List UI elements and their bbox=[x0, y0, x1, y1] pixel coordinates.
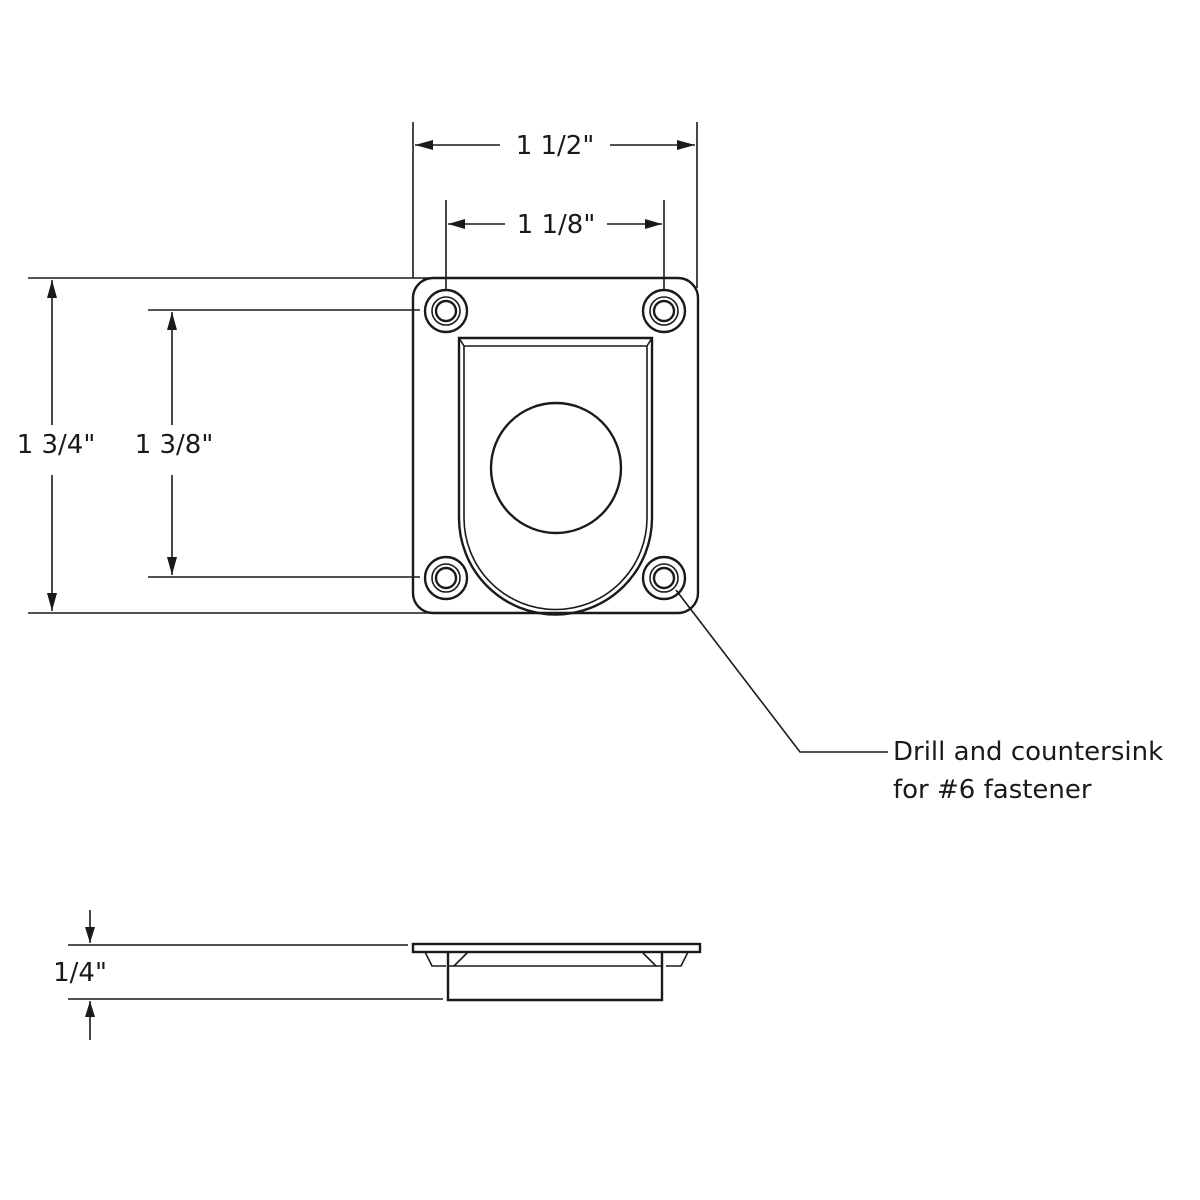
arrowhead-top bbox=[85, 927, 95, 943]
lift-ring bbox=[489, 401, 623, 535]
countersink-mid bbox=[431, 563, 461, 593]
depth-label: 1/4" bbox=[53, 958, 107, 988]
part-top-view bbox=[411, 276, 700, 616]
overall-height-dimension: 1 3/4" bbox=[17, 277, 432, 614]
recess-body bbox=[446, 952, 664, 1002]
plate-flange bbox=[411, 942, 702, 954]
mounting-plate-outline bbox=[411, 276, 700, 615]
hole-spacing-width-dimension: 1 1/8" bbox=[445, 200, 665, 290]
hole-spacing-height-dimension: 1 3/8" bbox=[135, 309, 420, 578]
countersink-hole-top-right bbox=[641, 288, 687, 334]
countersink-hole-top-left bbox=[423, 288, 469, 334]
countersink-mid bbox=[649, 563, 679, 593]
arrowhead-right bbox=[645, 219, 662, 229]
hole-bore bbox=[652, 299, 676, 323]
countersink-boss-right-outer bbox=[666, 951, 689, 967]
recess-taper-right bbox=[641, 951, 657, 967]
arrowhead-bottom bbox=[167, 557, 177, 575]
hole-spacing-height-label: 1 3/8" bbox=[135, 430, 214, 460]
arrowhead-right bbox=[677, 140, 695, 150]
recess-corner-left bbox=[458, 337, 465, 347]
arrowhead-bottom bbox=[47, 593, 57, 611]
countersink-outer bbox=[423, 555, 469, 601]
recess-outline bbox=[457, 336, 654, 616]
fastener-callout: Drill and countersink for #6 fastener bbox=[675, 589, 1163, 805]
leader-line bbox=[675, 589, 888, 753]
countersink-outer bbox=[423, 288, 469, 334]
arrowhead-top bbox=[167, 312, 177, 330]
hole-bore bbox=[434, 299, 458, 323]
callout-line-1: Drill and countersink bbox=[893, 737, 1163, 767]
countersink-outer bbox=[641, 288, 687, 334]
hole-bore bbox=[652, 566, 676, 590]
countersink-boss-left-outer bbox=[424, 951, 446, 967]
overall-width-dimension: 1 1/2" bbox=[412, 122, 698, 288]
countersink-hole-bottom-right bbox=[641, 555, 687, 601]
arrowhead-bottom bbox=[85, 1001, 95, 1017]
countersink-mid bbox=[649, 296, 679, 326]
countersink-outer bbox=[641, 555, 687, 601]
countersink-hole-bottom-left bbox=[423, 555, 469, 601]
recess-taper-left bbox=[453, 951, 469, 967]
callout-line-2: for #6 fastener bbox=[893, 775, 1092, 805]
recess-corner-right bbox=[646, 337, 653, 347]
arrowhead-left bbox=[415, 140, 433, 150]
overall-height-label: 1 3/4" bbox=[17, 430, 96, 460]
countersink-mid bbox=[431, 296, 461, 326]
overall-width-label: 1 1/2" bbox=[516, 131, 595, 161]
depth-dimension: 1/4" bbox=[53, 910, 443, 1040]
arrowhead-left bbox=[448, 219, 465, 229]
hole-bore bbox=[434, 566, 458, 590]
part-side-view bbox=[411, 942, 702, 1002]
hole-spacing-width-label: 1 1/8" bbox=[517, 210, 596, 240]
arrowhead-top bbox=[47, 280, 57, 298]
recess-inner-outline bbox=[463, 345, 648, 611]
